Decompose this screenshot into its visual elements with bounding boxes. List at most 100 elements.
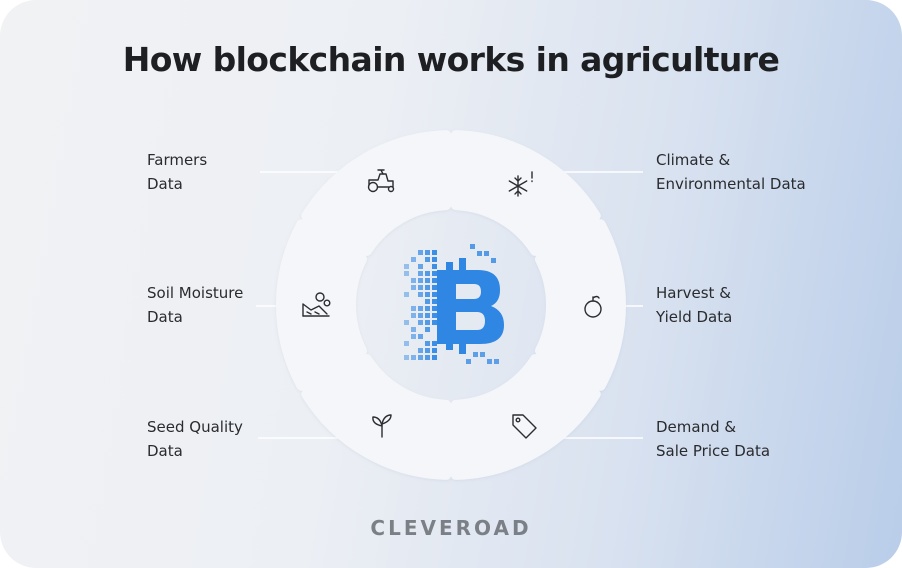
logo-pixel bbox=[404, 292, 409, 297]
logo-pixel bbox=[480, 352, 485, 357]
price-tag-icon bbox=[512, 414, 537, 439]
logo-pixel bbox=[411, 355, 416, 360]
logo-pixel bbox=[470, 244, 475, 249]
logo-pixel bbox=[404, 264, 409, 269]
logo-pixel bbox=[432, 299, 437, 304]
node-label-climate-data: Climate & Environmental Data bbox=[656, 148, 806, 196]
logo-pixel bbox=[432, 257, 437, 262]
segment-harvest-yield bbox=[534, 219, 626, 391]
logo-pixel bbox=[425, 299, 430, 304]
logo-pixel bbox=[432, 292, 437, 297]
logo-pixel bbox=[432, 278, 437, 283]
label-line: Data bbox=[147, 175, 183, 193]
logo-pixel bbox=[418, 292, 423, 297]
tractor-icon bbox=[367, 169, 395, 193]
label-line: Environmental Data bbox=[656, 175, 806, 193]
logo-pixel bbox=[432, 271, 437, 276]
logo-pixel bbox=[425, 327, 430, 332]
label-line: Farmers bbox=[147, 151, 208, 169]
label-line: Harvest & bbox=[656, 284, 731, 302]
logo-pixel bbox=[425, 292, 430, 297]
logo-pixel bbox=[425, 320, 430, 325]
logo-pixel bbox=[418, 278, 423, 283]
logo-pixel bbox=[425, 355, 430, 360]
logo-pixel bbox=[425, 348, 430, 353]
logo-pixel bbox=[411, 306, 416, 311]
logo-pixel bbox=[404, 341, 409, 346]
logo-pixel bbox=[404, 271, 409, 276]
logo-pixel bbox=[404, 320, 409, 325]
logo-pixel bbox=[411, 334, 416, 339]
page-title: How blockchain works in agriculture bbox=[122, 40, 780, 79]
logo-pixel bbox=[494, 359, 499, 364]
logo-pixel bbox=[432, 320, 437, 325]
label-line: Seed Quality bbox=[147, 418, 243, 436]
logo-pixel bbox=[432, 264, 437, 269]
logo-pixel bbox=[432, 313, 437, 318]
node-label-soil-moisture-data: Soil Moisture Data bbox=[147, 281, 243, 329]
soil-icon bbox=[302, 292, 331, 317]
node-label-demand-price-data: Demand & Sale Price Data bbox=[656, 415, 770, 463]
logo-pixel bbox=[432, 306, 437, 311]
label-line: Demand & bbox=[656, 418, 737, 436]
label-line: Soil Moisture bbox=[147, 284, 244, 302]
logo-pixel bbox=[491, 258, 496, 263]
logo-pixel bbox=[432, 250, 437, 255]
logo-pixel bbox=[404, 355, 409, 360]
node-label-seed-quality-data: Seed Quality Data bbox=[147, 415, 243, 463]
logo-pixel bbox=[418, 264, 423, 269]
segment-farmers bbox=[301, 130, 452, 256]
logo-pixel bbox=[446, 340, 453, 350]
snowflake-alert-icon bbox=[508, 171, 533, 197]
blockchain-bitcoin-icon bbox=[404, 244, 504, 364]
segment-soil-moisture bbox=[276, 219, 368, 391]
logo-pixel bbox=[418, 271, 423, 276]
logo-pixel bbox=[418, 285, 423, 290]
logo-pixel bbox=[418, 355, 423, 360]
logo-pixel bbox=[411, 278, 416, 283]
logo-pixel bbox=[473, 352, 478, 357]
logo-pixel bbox=[459, 340, 466, 354]
label-line: Sale Price Data bbox=[656, 442, 771, 460]
logo-letter-b bbox=[437, 270, 504, 344]
logo-pixel bbox=[418, 320, 423, 325]
apple-icon bbox=[584, 295, 602, 318]
logo-pixel bbox=[432, 341, 437, 346]
logo-pixel bbox=[425, 341, 430, 346]
sprout-icon bbox=[372, 414, 392, 438]
logo-pixel bbox=[487, 359, 492, 364]
logo-pixel bbox=[418, 348, 423, 353]
logo-pixel bbox=[411, 285, 416, 290]
brand-logo: CLEVEROAD bbox=[370, 516, 532, 540]
label-line: Data bbox=[147, 308, 183, 326]
segment-climate bbox=[450, 130, 601, 256]
logo-pixel bbox=[432, 355, 437, 360]
logo-pixel bbox=[425, 271, 430, 276]
logo-pixel bbox=[425, 285, 430, 290]
logo-pixel bbox=[411, 257, 416, 262]
logo-pixel bbox=[466, 359, 471, 364]
logo-pixel bbox=[418, 250, 423, 255]
label-line: Yield Data bbox=[656, 308, 733, 326]
logo-pixel bbox=[425, 250, 430, 255]
logo-pixel bbox=[477, 251, 482, 256]
logo-pixel bbox=[425, 278, 430, 283]
logo-pixel bbox=[484, 251, 489, 256]
logo-pixel bbox=[459, 258, 466, 272]
node-label-farmers-data: Farmers Data bbox=[147, 148, 207, 196]
logo-pixel bbox=[432, 348, 437, 353]
label-line: Climate & bbox=[656, 151, 731, 169]
logo-pixel bbox=[418, 306, 423, 311]
logo-pixel bbox=[446, 262, 453, 272]
logo-pixel bbox=[425, 306, 430, 311]
logo-pixel bbox=[411, 327, 416, 332]
logo-pixel bbox=[418, 313, 423, 318]
logo-pixel bbox=[418, 334, 423, 339]
logo-pixel bbox=[432, 285, 437, 290]
logo-pixel bbox=[425, 313, 430, 318]
logo-pixel bbox=[425, 257, 430, 262]
node-label-harvest-yield-data: Harvest & Yield Data bbox=[656, 281, 732, 329]
logo-pixel bbox=[411, 313, 416, 318]
